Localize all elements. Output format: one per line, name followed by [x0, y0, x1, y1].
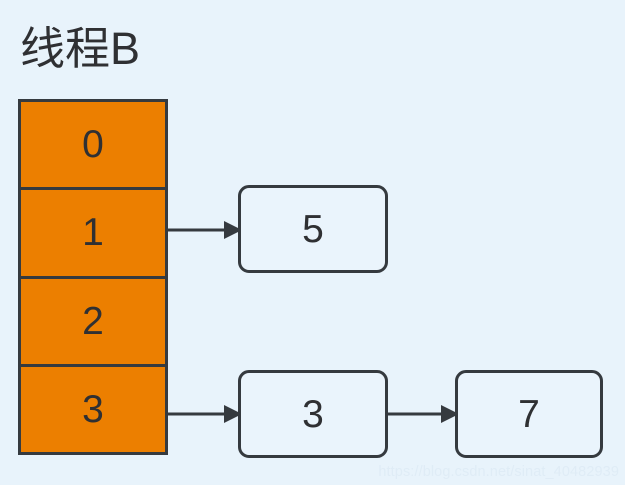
array-cell-2: 2 — [21, 278, 165, 367]
list-node-7-label: 7 — [518, 392, 540, 436]
array-cell-2-label: 2 — [82, 299, 104, 343]
arrow-bucket1-to-node5 — [166, 217, 242, 243]
list-node-5-label: 5 — [302, 207, 324, 251]
array-cell-1: 1 — [21, 190, 165, 279]
page-title: 线程B — [20, 23, 141, 74]
arrow-node3-to-node7 — [386, 401, 459, 427]
array-cell-3-label: 3 — [82, 387, 104, 431]
array-cell-1-label: 1 — [82, 211, 104, 255]
array-cell-0-label: 0 — [82, 123, 104, 167]
watermark-text: https://blog.csdn.net/sinat_40482939 — [378, 464, 619, 480]
list-node-3: 3 — [238, 370, 388, 458]
list-node-5: 5 — [238, 185, 388, 273]
hash-bucket-array: 0 1 2 3 — [18, 99, 168, 455]
array-cell-3: 3 — [21, 366, 165, 452]
array-cell-0: 0 — [21, 102, 165, 191]
list-node-7: 7 — [455, 370, 603, 458]
list-node-3-label: 3 — [302, 392, 324, 436]
arrow-bucket3-to-node3 — [166, 401, 242, 427]
